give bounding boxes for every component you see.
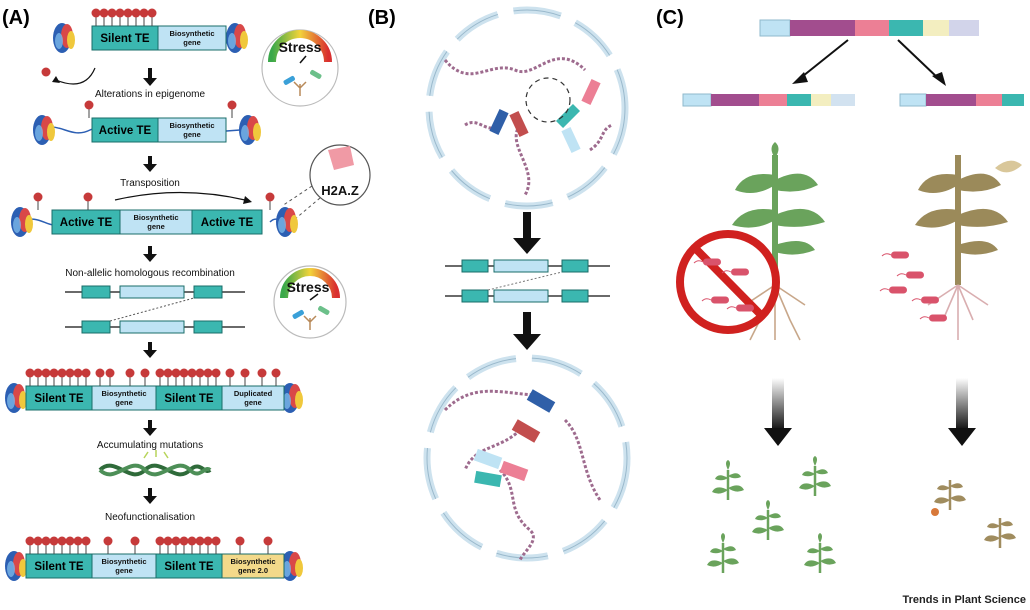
gene-label-l1: Biosynthetic <box>169 121 214 130</box>
active-te-box <box>191 209 263 235</box>
methylation-marks <box>25 368 281 387</box>
dna-helix-icon <box>98 450 212 477</box>
silent-te-box <box>25 553 93 579</box>
biosynthetic-gene-box <box>91 553 157 579</box>
diseased-seedlings <box>931 478 1018 550</box>
gene-label-l2: gene <box>147 222 165 231</box>
nucleosome-icon <box>239 115 261 145</box>
h2az-callout: H2A.Z <box>281 144 371 231</box>
stress-label: Stress <box>279 39 322 55</box>
row-transposed: Active TE Biosynthetic gene Active TE <box>11 192 298 237</box>
stress-gauge-1: Stress <box>261 29 339 107</box>
panel-c <box>676 19 1024 575</box>
silent-te-box <box>91 25 159 51</box>
nucleosome-icon <box>226 23 248 53</box>
gene2-label-l1: Biosynthetic <box>230 557 275 566</box>
methylation-marks <box>91 8 157 27</box>
duplicated-gene-l2: gene <box>244 398 262 407</box>
nucleosome-icon <box>276 207 298 237</box>
gene-cluster-full <box>759 19 979 37</box>
gene-label-l1: Biosynthetic <box>133 213 178 222</box>
journal-credit: Trends in Plant Science <box>903 594 1027 606</box>
silent-te-box <box>155 553 223 579</box>
silent-te-box <box>155 385 223 411</box>
step-transposition: Transposition <box>120 178 180 189</box>
released-methyl-icon <box>41 67 51 77</box>
nucleus-top <box>425 6 629 210</box>
silent-te-label: Silent TE <box>164 393 214 405</box>
biosynthetic-gene-box <box>157 25 227 51</box>
nucleosome-icon <box>5 551 27 581</box>
no-pathogen-icon <box>676 230 780 334</box>
nahr-schematic <box>65 285 245 334</box>
nucleosome-icon <box>11 207 33 237</box>
stress-gauge-2: Stress <box>273 265 347 339</box>
step-neofunc: Neofunctionalisation <box>105 512 195 523</box>
stress-label: Stress <box>287 279 330 295</box>
panel-a-label: (A) <box>2 7 30 29</box>
silent-te-label: Silent TE <box>34 393 84 405</box>
nucleosome-icon <box>53 23 75 53</box>
gene-label-l2: gene <box>115 398 133 407</box>
methylation-marks <box>25 536 273 555</box>
gene-label-l2: gene <box>183 130 201 139</box>
panel-a: Silent TE Biosynthetic gene Alterations … <box>5 8 371 581</box>
gene-label-l1: Biosynthetic <box>169 29 214 38</box>
panel-c-label: (C) <box>656 7 684 29</box>
silent-te-label: Silent TE <box>164 561 214 573</box>
nahr-schematic-b <box>445 259 610 303</box>
silent-te-label: Silent TE <box>34 561 84 573</box>
nucleosome-icon <box>33 115 55 145</box>
duplicated-gene-box <box>221 385 285 411</box>
row-silent-te-1: Silent TE Biosynthetic gene <box>53 8 248 53</box>
gene-label-l1: Biosynthetic <box>101 389 146 398</box>
silent-te-box <box>25 385 93 411</box>
biosynthetic-gene-box <box>119 209 193 235</box>
row-duplicated: Silent TE Biosynthetic gene Silent TE Du… <box>5 368 303 413</box>
active-te-label: Active TE <box>99 125 152 137</box>
active-te-label: Active TE <box>201 217 254 229</box>
step-alterations: Alterations in epigenome <box>95 89 206 100</box>
diseased-plant-icon <box>879 155 1022 340</box>
step-nahr: Non-allelic homologous recombination <box>65 268 235 279</box>
row-final: Silent TE Biosynthetic gene Silent TE Bi… <box>5 536 303 581</box>
h2az-label: H2A.Z <box>321 183 359 198</box>
gene-label-l2: gene <box>183 38 201 47</box>
gene-label-l1: Biosynthetic <box>101 557 146 566</box>
step-accumulating: Accumulating mutations <box>97 440 203 451</box>
panel-b <box>423 6 631 562</box>
nucleosome-icon <box>5 383 27 413</box>
gene-cluster-right <box>899 93 1024 107</box>
gene2-label-l2: gene 2.0 <box>238 566 268 575</box>
row-active-te: Active TE Biosynthetic gene <box>33 100 261 145</box>
silent-te-label: Silent TE <box>100 33 150 45</box>
panel-b-label: (B) <box>368 7 396 29</box>
duplicated-gene-l1: Duplicated <box>234 389 273 398</box>
gene-cluster-left <box>682 93 855 107</box>
active-te-label: Active TE <box>60 217 113 229</box>
biosynthetic-gene-box <box>157 117 227 143</box>
healthy-seedlings <box>705 454 838 575</box>
gene-label-l2: gene <box>115 566 133 575</box>
biosynthetic-gene2-box <box>221 553 285 579</box>
nucleus-bottom <box>423 354 631 562</box>
